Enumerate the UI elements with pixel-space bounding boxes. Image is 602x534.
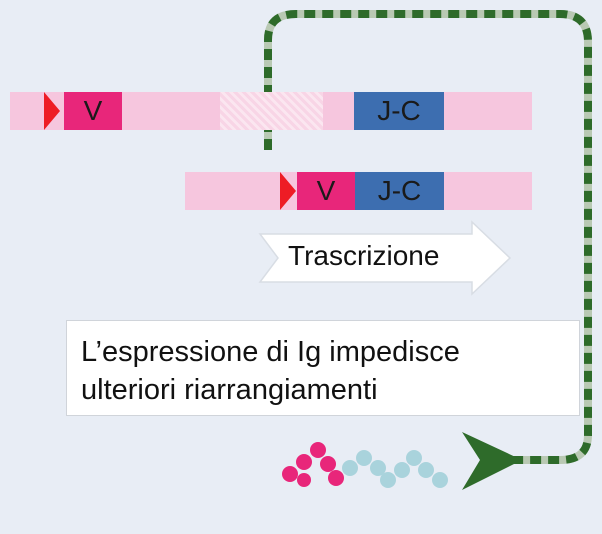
note-box: L’espressione di Ig impedisce ulteriori … [66, 320, 580, 416]
locus-1-jc-segment: J-C [354, 92, 444, 130]
ig-protein-pink-beads [282, 442, 344, 487]
feedback-arrow-dashes [264, 10, 592, 464]
locus-2-jc-segment: J-C [355, 172, 444, 210]
locus-1-v-label: V [83, 95, 103, 126]
note-text-line2: ulteriori riarrangiamenti [81, 374, 378, 406]
locus-1-deleted-region [220, 92, 323, 130]
transcription-arrow [258, 220, 512, 296]
locus-1-v-segment: V [64, 92, 122, 130]
locus-1-rss-triangle-icon [44, 92, 60, 130]
locus-2-v-label: V [316, 175, 336, 206]
ig-protein-light-beads [342, 450, 448, 488]
locus-2-jc-label: J-C [377, 175, 422, 206]
locus-2-rss-triangle-icon [280, 172, 296, 210]
locus-1-jc-label: J-C [377, 95, 421, 126]
locus-2-v-segment: V [297, 172, 355, 210]
note-text-line1: L’espressione di Ig impedisce [81, 336, 460, 368]
transcription-label: Trascrizione [288, 240, 440, 271]
ig-protein-chain [282, 442, 448, 488]
feedback-arrow-head [462, 432, 522, 490]
